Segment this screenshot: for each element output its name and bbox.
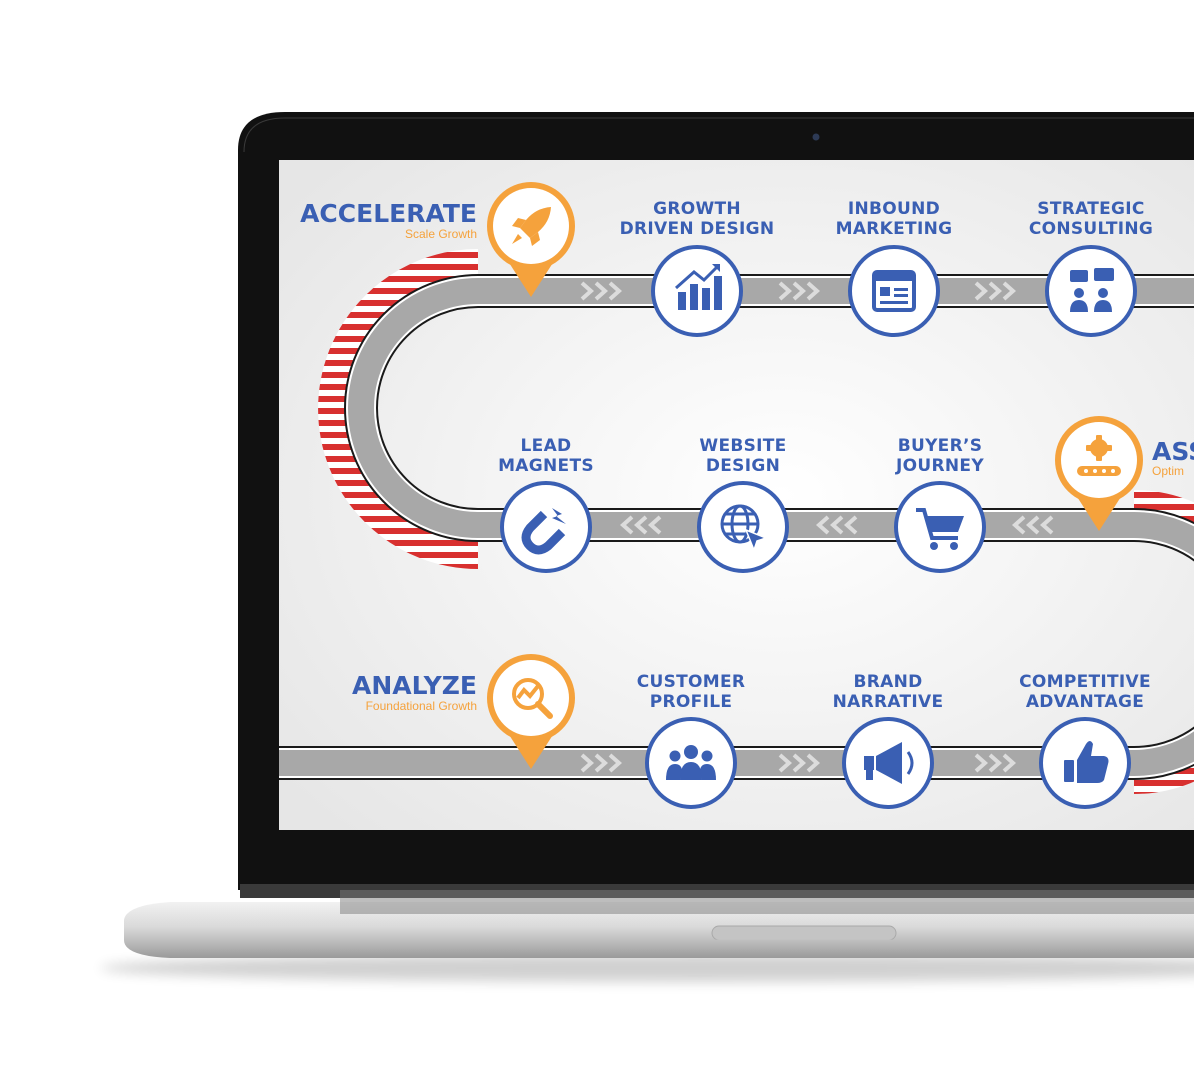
node-label-line2: JOURNEY bbox=[895, 456, 984, 476]
thumbs-up-icon bbox=[1064, 741, 1109, 783]
node-label-line2: PROFILE bbox=[650, 692, 733, 712]
shopping-cart-icon bbox=[916, 508, 964, 550]
phase-accelerate-title: ACCELERATE bbox=[300, 199, 477, 228]
node-website-design[interactable]: WEBSITE DESIGN bbox=[697, 436, 789, 573]
phase-analyze-subtitle: Foundational Growth bbox=[366, 699, 477, 713]
globe-cursor-icon bbox=[720, 504, 769, 553]
node-label-line2: DESIGN bbox=[706, 456, 780, 476]
node-label-line1: GROWTH bbox=[653, 199, 741, 219]
node-label-line2: CONSULTING bbox=[1029, 219, 1153, 239]
pin-analyze bbox=[487, 654, 575, 769]
node-label-line1: CUSTOMER bbox=[637, 672, 746, 692]
node-label-line2: ADVANTAGE bbox=[1026, 692, 1144, 712]
node-label-line2: MAGNETS bbox=[498, 456, 594, 476]
pin-assess bbox=[1055, 416, 1143, 531]
node-brand-narrative[interactable]: BRAND NARRATIVE bbox=[833, 672, 944, 809]
phase-assess-title: ASS bbox=[1152, 437, 1194, 466]
node-strategic-consulting[interactable]: STRATEGIC CONSULTING bbox=[1029, 199, 1153, 337]
node-label-line2: DRIVEN DESIGN bbox=[620, 219, 775, 239]
node-growth-driven-design[interactable]: GROWTH DRIVEN DESIGN bbox=[620, 199, 775, 337]
magnet-icon bbox=[521, 508, 566, 555]
node-label-line1: BRAND bbox=[853, 672, 922, 692]
curb-left bbox=[318, 249, 479, 569]
node-label-line2: MARKETING bbox=[836, 219, 953, 239]
node-buyers-journey[interactable]: BUYER’S JOURNEY bbox=[894, 436, 986, 573]
phase-assess-subtitle: Optim bbox=[1152, 464, 1184, 478]
direction-arrows bbox=[580, 281, 1054, 773]
bar-chart-icon bbox=[675, 264, 722, 310]
people-group-icon bbox=[666, 745, 716, 780]
phase-analyze-title: ANALYZE bbox=[352, 671, 477, 700]
pin-accelerate bbox=[487, 182, 575, 297]
browser-window-icon bbox=[872, 270, 916, 312]
analytics-magnifier-icon bbox=[512, 678, 553, 719]
node-lead-magnets[interactable]: LEAD MAGNETS bbox=[498, 436, 594, 573]
gear-conveyor-icon bbox=[1077, 435, 1121, 476]
node-label-line2: NARRATIVE bbox=[833, 692, 944, 712]
consulting-chat-icon bbox=[1070, 268, 1114, 312]
webcam bbox=[812, 133, 820, 141]
node-label-line1: LEAD bbox=[521, 436, 572, 456]
laptop-base bbox=[124, 902, 1194, 958]
laptop-shadow bbox=[100, 954, 1194, 982]
road-main bbox=[279, 278, 1194, 776]
node-label-line1: STRATEGIC bbox=[1037, 199, 1144, 219]
trackpad-notch bbox=[711, 925, 897, 941]
node-competitive-advantage[interactable]: COMPETITIVE ADVANTAGE bbox=[1019, 672, 1151, 809]
node-label-line1: COMPETITIVE bbox=[1019, 672, 1151, 692]
node-label-line1: BUYER’S bbox=[898, 436, 983, 456]
node-label-line1: INBOUND bbox=[848, 199, 940, 219]
rocket-icon bbox=[512, 207, 551, 246]
node-label-line1: WEBSITE bbox=[699, 436, 786, 456]
node-customer-profile[interactable]: CUSTOMER PROFILE bbox=[637, 672, 746, 809]
phase-accelerate-subtitle: Scale Growth bbox=[405, 227, 477, 241]
node-inbound-marketing[interactable]: INBOUND MARKETING bbox=[836, 199, 953, 337]
megaphone-icon bbox=[864, 742, 914, 784]
